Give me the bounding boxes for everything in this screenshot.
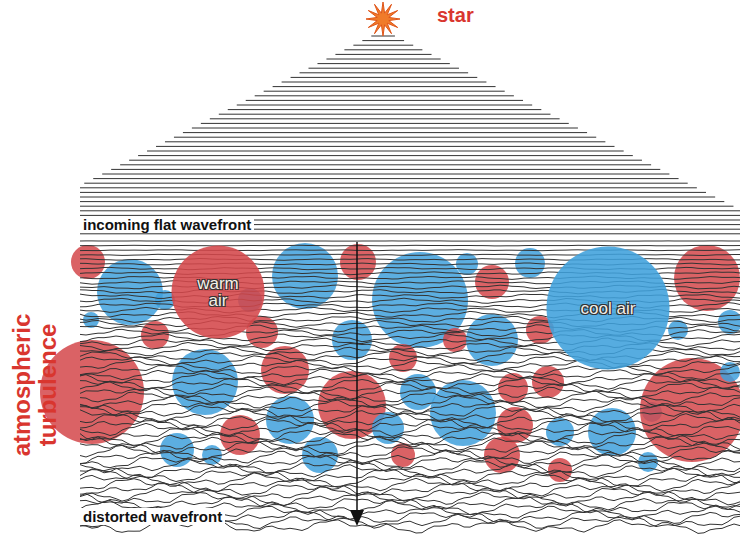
wavefront-line: [210, 118, 560, 119]
wavefront-line: [80, 395, 740, 408]
propagation-arrow: [350, 242, 364, 526]
wavefront-line: [192, 128, 578, 129]
air-cell: [548, 458, 572, 482]
wavefront-line: [93, 178, 678, 179]
wavefront-line: [335, 54, 431, 55]
cell-circle: [547, 247, 670, 370]
distorted-wavefront-lines: [80, 241, 740, 534]
wavefront-line: [80, 245, 740, 247]
wavefront-line: [291, 77, 478, 78]
wavefront-line: [201, 123, 569, 124]
wavefront-line: [80, 360, 740, 370]
wavefront-line: [80, 206, 733, 207]
cell-label: warm air: [187, 275, 249, 309]
air-cell: [430, 380, 496, 446]
flat-wavefront-lines: [80, 36, 740, 234]
wavefront-line: [353, 45, 413, 46]
wavefront-line: [80, 201, 724, 202]
wavefront-line: [80, 382, 740, 394]
wavefront-line: [156, 146, 614, 147]
wavefront-line: [300, 72, 469, 73]
air-cell: cool air: [546, 246, 670, 370]
wavefront-line: [80, 210, 740, 211]
wavefront-line: [80, 250, 740, 251]
wavefront-line: [228, 109, 542, 110]
star-shape: [366, 2, 400, 36]
wavefront-line: [326, 59, 440, 60]
wavefront-line: [309, 68, 459, 69]
air-cell: [484, 437, 520, 473]
wavefront-line: [120, 164, 651, 165]
wavefront-line: [344, 49, 422, 50]
wavefront-line: [237, 105, 532, 106]
cell-circle: [172, 246, 265, 339]
wavefront-line: [80, 233, 740, 234]
wavefront-line: [80, 192, 706, 193]
wavefront-line: [80, 374, 740, 385]
wavefront-line: [282, 82, 487, 83]
region-label: atmospheric turbulence: [9, 290, 61, 480]
air-cell: warm air: [171, 245, 265, 339]
wavefront-line: [255, 95, 514, 96]
turbulence-cells: [40, 243, 740, 482]
wavefront-line: [183, 132, 587, 133]
wavefront-line: [80, 197, 715, 198]
wavefront-line: [80, 427, 740, 442]
wavefront-line: [102, 174, 669, 175]
wavefront-line: [147, 151, 624, 152]
arrow-head: [350, 510, 364, 526]
star-symbol: [366, 2, 400, 36]
wavefront-line: [80, 187, 697, 188]
wavefront-line: [264, 91, 505, 92]
wavefront-line: [80, 464, 740, 479]
wavefront-line: [246, 100, 523, 101]
wavefront-line: [273, 86, 496, 87]
wavefront-line: [80, 378, 740, 389]
air-cell: [332, 320, 372, 360]
arrow-shaft: [356, 242, 358, 512]
wavefront-label: incoming flat wavefront: [80, 216, 254, 233]
wavefront-line: [317, 63, 449, 64]
wavefront-line: [174, 137, 596, 138]
wavefront-line: [84, 183, 687, 184]
wavefront-line: [111, 169, 660, 170]
cell-label: cool air: [577, 300, 639, 317]
wavefront-line: [80, 459, 740, 473]
wavefront-line: [138, 155, 633, 156]
star-label: star: [437, 4, 474, 27]
wavefront-line: [219, 114, 551, 115]
wavefront-line: [362, 40, 404, 41]
wavefront-line: [80, 254, 740, 255]
wavefront-line: [80, 492, 740, 507]
wavefront-label: distorted wavefront: [80, 508, 225, 525]
wavefront-line: [129, 160, 642, 161]
wavefront-line: [165, 141, 605, 142]
wavefront-line: [80, 240, 740, 241]
wavefront-line: [80, 478, 740, 492]
